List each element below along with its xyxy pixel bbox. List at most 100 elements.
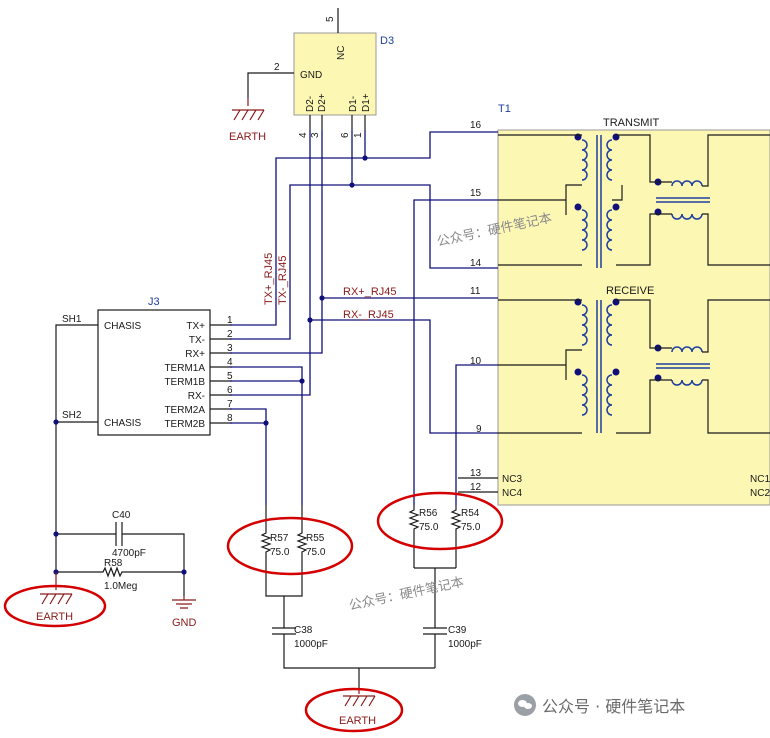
highlight-r57-r55: [226, 516, 354, 576]
r54-value: 75.0: [461, 522, 481, 533]
t1-nc2-right: NC2: [750, 488, 770, 499]
j3-pin-label: RX-: [188, 391, 205, 402]
t1-pin11: 11: [470, 286, 481, 297]
j3-body: [97, 309, 211, 436]
transformer-t1: T1 TRANSMIT RECEIVE: [458, 103, 770, 506]
d3-pin2: 2: [274, 62, 280, 73]
coil-tx-primary: [581, 139, 588, 251]
polarity-dot: [574, 368, 582, 376]
earth-symbol: [40, 572, 73, 605]
net-tx-plus: [230, 130, 498, 326]
watermark-text: 公众号：硬件笔记本: [348, 574, 466, 614]
c40-value: 4700pF: [112, 548, 146, 559]
resistor-r54: [450, 505, 462, 568]
r58-value: 1.0Meg: [104, 581, 137, 592]
d3-pin3: 3: [310, 132, 321, 138]
gnd-symbol: [172, 596, 196, 609]
resistor-r58: [56, 566, 184, 578]
t1-pin12: 12: [470, 482, 482, 493]
t1-pin9: 9: [476, 424, 482, 435]
r55-ref: R55: [306, 533, 325, 544]
net-term1: [230, 366, 303, 505]
r57-ref: R57: [270, 533, 289, 544]
t1-pin10: 10: [470, 356, 482, 367]
d3-body: [293, 32, 377, 116]
j3-pin-number: 1: [227, 315, 233, 326]
gnd-label: GND: [172, 617, 197, 629]
c38-ref: C38: [294, 625, 313, 636]
d3-pin-stubs: [247, 8, 366, 130]
net-term2: [230, 408, 267, 505]
j3-pin-number: 2: [227, 329, 233, 340]
net-sh2: SH2: [62, 410, 82, 421]
coil-rx-cm: [671, 346, 703, 386]
r57-value: 75.0: [270, 547, 290, 558]
junction: [53, 531, 59, 537]
bob-smith-caps: C38 1000pF C39 1000pF EARTH: [272, 622, 482, 733]
d3-d1m: D1-: [348, 96, 359, 112]
junction: [53, 419, 59, 425]
net-label-rx-plus: RX+_RJ45: [343, 286, 397, 298]
net-tx-minus: [230, 130, 498, 340]
junction: [362, 155, 368, 161]
polarity-dot: [612, 203, 620, 211]
capacitor-c39: [423, 622, 447, 668]
t1-tx-inner-wiring: [498, 134, 770, 266]
t1-pin15: 15: [470, 188, 482, 199]
j3-pin-list: TX+1TX-2RX+3TERM1A4TERM1B5RX-6TERM2A7TER…: [164, 315, 233, 430]
resistor-r56: [408, 505, 420, 568]
junction: [299, 378, 305, 384]
coil-rx-primary: [581, 304, 588, 416]
d3-d1p: D1+: [361, 93, 372, 112]
j3-pin-number: 6: [227, 385, 233, 396]
j3-ref: J3: [148, 296, 160, 308]
t1-transmit-label: TRANSMIT: [603, 117, 660, 129]
t1-nc3: NC3: [502, 474, 522, 485]
c39-ref: C39: [448, 625, 467, 636]
j3-pin-label: TX+: [186, 321, 205, 332]
net-rx-plus: [230, 130, 498, 354]
j3-pin-number: 7: [227, 399, 233, 410]
signal-wiring: TX+_RJ45 TX-_RJ45 RX+_RJ45 RX-_RJ45: [230, 130, 498, 505]
net-rx-minus: [230, 130, 498, 434]
t1-receive-label: RECEIVE: [606, 285, 654, 297]
resistor-r57: [260, 505, 272, 590]
bottom-earth-label: EARTH: [339, 715, 376, 727]
j3-pin-number: 3: [227, 343, 233, 354]
t1-pin16: 16: [470, 120, 482, 131]
coil-tx-cm: [671, 180, 703, 220]
badge-text: 公众号 · 硬件笔记本: [542, 697, 686, 716]
tvs-d3: D3 NC GND D2- D2+ D1- D1+ 5 2 4 3 6 1 EA…: [229, 8, 394, 143]
t1-rx-inner-wiring: [498, 299, 770, 434]
coil-rx-secondary: [606, 304, 613, 416]
termination-resistors: R57 75.0 R55 75.0 R56 75.0 R54 75.0: [226, 491, 504, 622]
highlight-left-earth: [3, 584, 107, 628]
left-earth-label: EARTH: [36, 611, 73, 623]
r56-value: 75.0: [419, 522, 439, 533]
d3-d2p: D2+: [317, 93, 328, 112]
junction: [263, 420, 269, 426]
t1-pin14: 14: [470, 258, 482, 269]
coil-tx-secondary: [606, 139, 613, 251]
net-ct-tx: [413, 199, 498, 505]
c38-value: 1000pF: [294, 639, 328, 650]
polarity-dot: [574, 203, 582, 211]
c39-value: 1000pF: [448, 639, 482, 650]
wechat-icon: [514, 694, 536, 716]
net-label-tx-plus: TX+_RJ45: [263, 253, 275, 305]
d3-nc: NC: [336, 46, 347, 60]
j3-pin-label: TERM2A: [164, 405, 205, 416]
r58-ref: R58: [104, 558, 123, 569]
junction: [349, 182, 355, 188]
capacitor-c40: [56, 522, 185, 596]
net-label-tx-minus: TX-_RJ45: [277, 255, 289, 305]
r56-ref: R56: [419, 508, 438, 519]
account-badge: 公众号 · 硬件笔记本: [514, 693, 685, 717]
t1-body: [497, 129, 770, 506]
junction: [319, 295, 325, 301]
j3-pin-label: RX+: [185, 349, 205, 360]
net-label-rx-minus: RX-_RJ45: [343, 309, 394, 321]
resistor-r55: [296, 505, 308, 590]
junction: [181, 569, 187, 575]
